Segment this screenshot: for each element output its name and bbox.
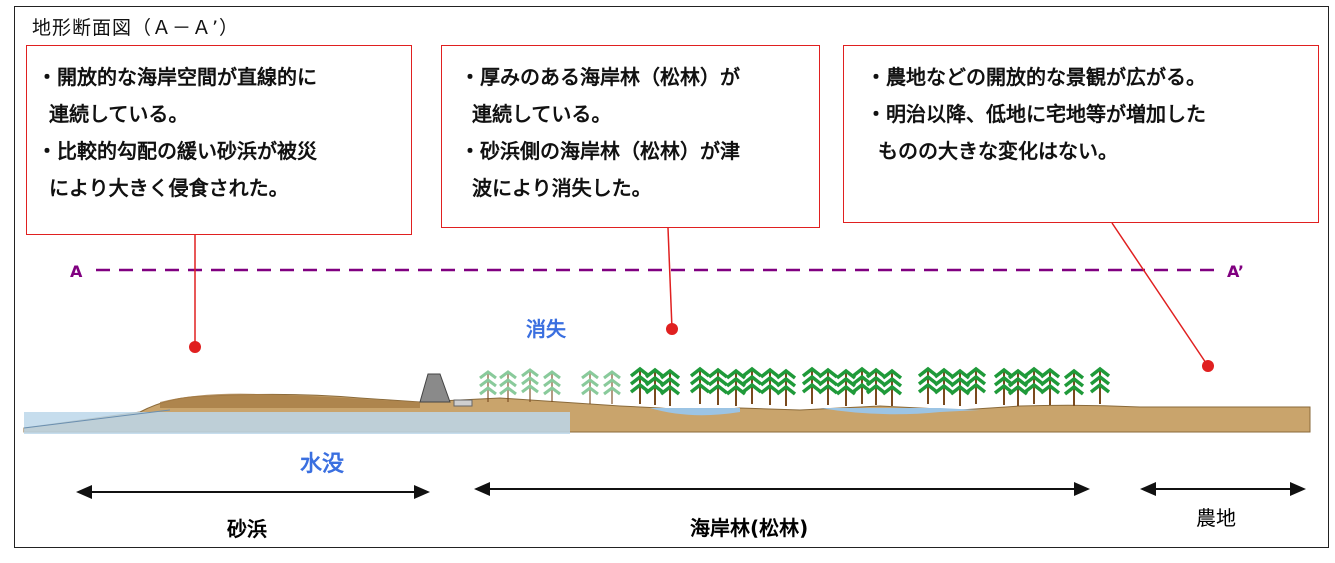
lost-trees xyxy=(479,368,621,404)
pine-tree xyxy=(1063,368,1085,406)
label-lost: 消失 xyxy=(526,317,567,341)
callout-farmland-line-2: ・明治以降、低地に宅地等が増加した xyxy=(866,102,1206,126)
submerged-area xyxy=(24,412,570,434)
callout-farmland-line-1: ・農地などの開放的な景観が広がる。 xyxy=(866,65,1206,89)
pine-forest xyxy=(629,366,1111,406)
callout-beach: ・開放的な海岸空間が直線的に 連続している。 ・比較的勾配の緩い砂浜が被災 によ… xyxy=(26,45,412,235)
pine-tree xyxy=(1089,366,1111,404)
pine-tree xyxy=(659,368,681,406)
zone-beach-arrow-left xyxy=(76,485,92,499)
pine-tree xyxy=(801,366,823,404)
zone-beach-label: 砂浜 xyxy=(227,517,267,541)
pine-tree xyxy=(817,367,839,405)
pine-tree xyxy=(949,368,971,406)
zone-forest-span xyxy=(488,488,1074,490)
pine-tree xyxy=(741,366,763,404)
pine-tree xyxy=(881,368,903,406)
pine-tree xyxy=(917,366,939,404)
label-submerged: 水没 xyxy=(300,452,345,477)
pine-tree xyxy=(1007,368,1029,406)
pine-tree xyxy=(689,366,711,404)
zone-forest-label: 海岸林(松林) xyxy=(690,516,809,540)
zone-beach-span xyxy=(90,491,416,493)
pine-tree xyxy=(759,367,781,405)
leader-dot-beach xyxy=(189,341,201,353)
zone-farmland-label: 農地 xyxy=(1196,506,1236,530)
callout-forest-line-2: 連続している。 xyxy=(472,102,612,126)
pine-tree xyxy=(835,368,857,406)
pine-tree xyxy=(965,366,987,404)
seawall-base xyxy=(453,399,473,407)
zone-farmland-arrow-right xyxy=(1290,482,1306,496)
callout-farmland: ・農地などの開放的な景観が広がる。 ・明治以降、低地に宅地等が増加した ものの大… xyxy=(843,45,1319,223)
pine-tree xyxy=(851,366,873,404)
zone-forest-arrow-right xyxy=(1074,482,1090,496)
callout-beach-line-2: 連続している。 xyxy=(49,102,189,126)
leader-dot-farmland xyxy=(1202,360,1214,372)
pine-tree xyxy=(725,368,747,406)
section-label-a-prime: A’ xyxy=(1227,262,1244,281)
pine-tree xyxy=(1039,367,1061,405)
callout-farmland-line-3: ものの大きな変化はない。 xyxy=(878,139,1118,163)
callout-beach-line-1: ・開放的な海岸空間が直線的に xyxy=(37,65,317,89)
zone-beach-arrow-right xyxy=(414,485,430,499)
pond-2 xyxy=(820,408,980,415)
callout-forest-line-4: 波により消失した。 xyxy=(472,176,652,200)
zone-forest-arrow-left xyxy=(474,482,490,496)
pine-tree xyxy=(629,366,651,404)
leader-line-farmland xyxy=(1111,222,1209,367)
callout-beach-line-4: により大きく侵食された。 xyxy=(49,176,289,200)
pine-tree xyxy=(644,367,666,405)
callout-beach-line-3: ・比較的勾配の緩い砂浜が被災 xyxy=(37,139,317,163)
zone-farmland-span xyxy=(1154,488,1292,490)
callout-forest-line-1: ・厚みのある海岸林（松林）が xyxy=(460,65,740,89)
section-label-a: A xyxy=(70,262,83,281)
callout-forest: ・厚みのある海岸林（松林）が 連続している。 ・砂浜側の海岸林（松林）が津 波に… xyxy=(441,45,820,228)
pine-tree xyxy=(707,367,729,405)
pond-1 xyxy=(650,408,740,416)
pine-tree xyxy=(1023,366,1045,404)
pine-tree xyxy=(993,367,1015,405)
dune xyxy=(160,393,420,408)
zone-farmland-arrow-left xyxy=(1140,482,1156,496)
callout-forest-line-3: ・砂浜側の海岸林（松林）が津 xyxy=(460,139,740,163)
shoreline xyxy=(23,409,171,429)
leader-dot-forest xyxy=(666,323,678,335)
pine-tree xyxy=(933,367,955,405)
leader-line-forest xyxy=(667,227,673,330)
diagram-frame xyxy=(14,6,1329,548)
seawall-block xyxy=(419,373,451,403)
pine-tree xyxy=(775,368,797,406)
diagram-title: 地形断面図（Ａ－Ａ’） xyxy=(32,17,240,39)
pine-tree xyxy=(865,367,887,405)
